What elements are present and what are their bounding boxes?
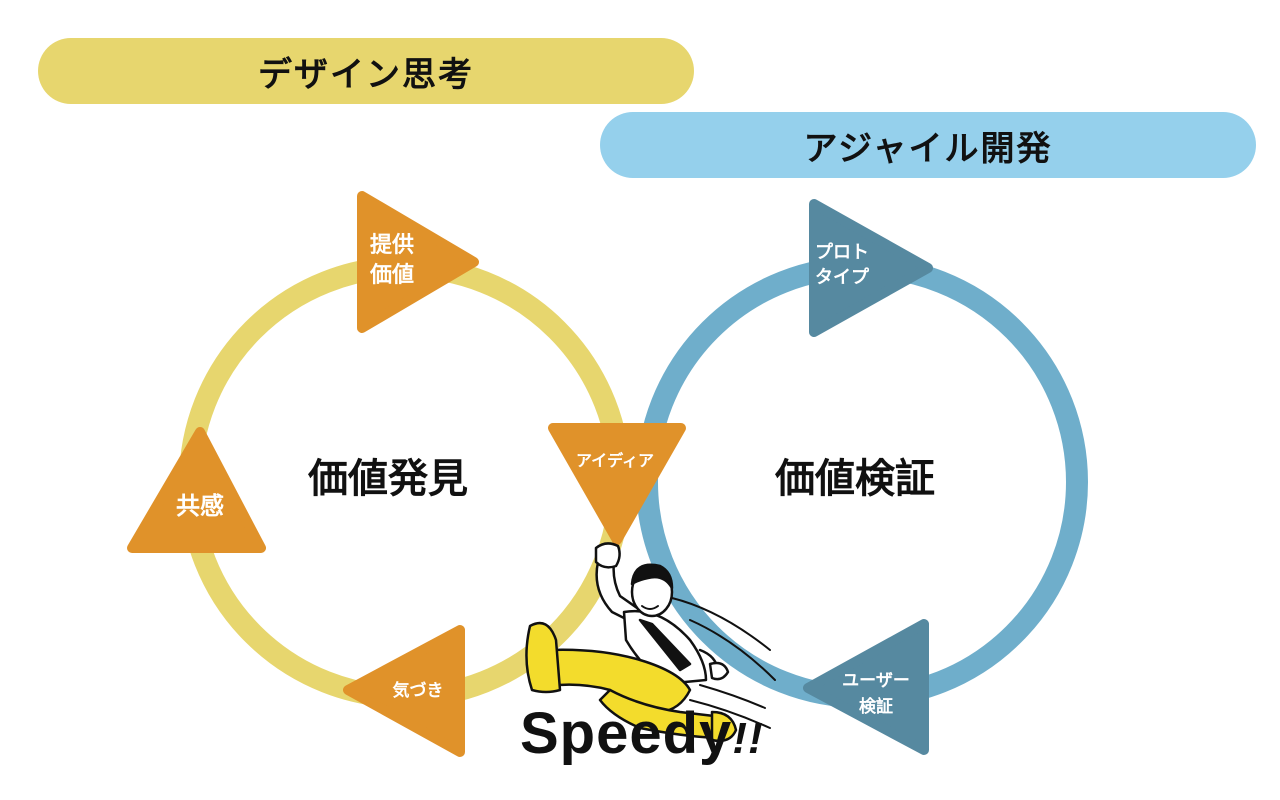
step-idea: アイディア [548,423,686,545]
step-idea-label: アイディア [576,451,654,470]
step-awareness: 気づき [343,625,465,757]
speedy-tagline: Speedy!! [520,700,764,767]
step-user-testing: ユーザー 検証 [803,619,929,755]
agile-development-header: アジャイル開発 [600,112,1256,178]
step-value-offer: 提供 価値 [357,191,479,333]
step-empathy: 共感 [127,427,266,553]
step-value-offer-line2: 価値 [369,263,414,288]
step-user-testing-line1: ユーザー [842,671,910,691]
speedy-exclamation: !! [732,714,764,763]
businessman-kicking-figure-icon [525,542,776,743]
step-empathy-label: 共感 [176,492,224,520]
step-value-offer-line1: 提供 [370,232,414,258]
step-user-testing-line2: 検証 [859,696,893,717]
value-discovery-label: 価値発見 [307,456,468,502]
step-prototype: プロト タイプ [809,199,933,337]
design-thinking-header: デザイン思考 [38,38,694,104]
speedy-word: Speedy [520,701,733,766]
step-prototype-line1: プロト [815,241,869,263]
step-awareness-label: 気づき [392,680,444,701]
value-verification-label: 価値検証 [774,456,935,502]
step-prototype-line2: タイプ [815,266,870,288]
